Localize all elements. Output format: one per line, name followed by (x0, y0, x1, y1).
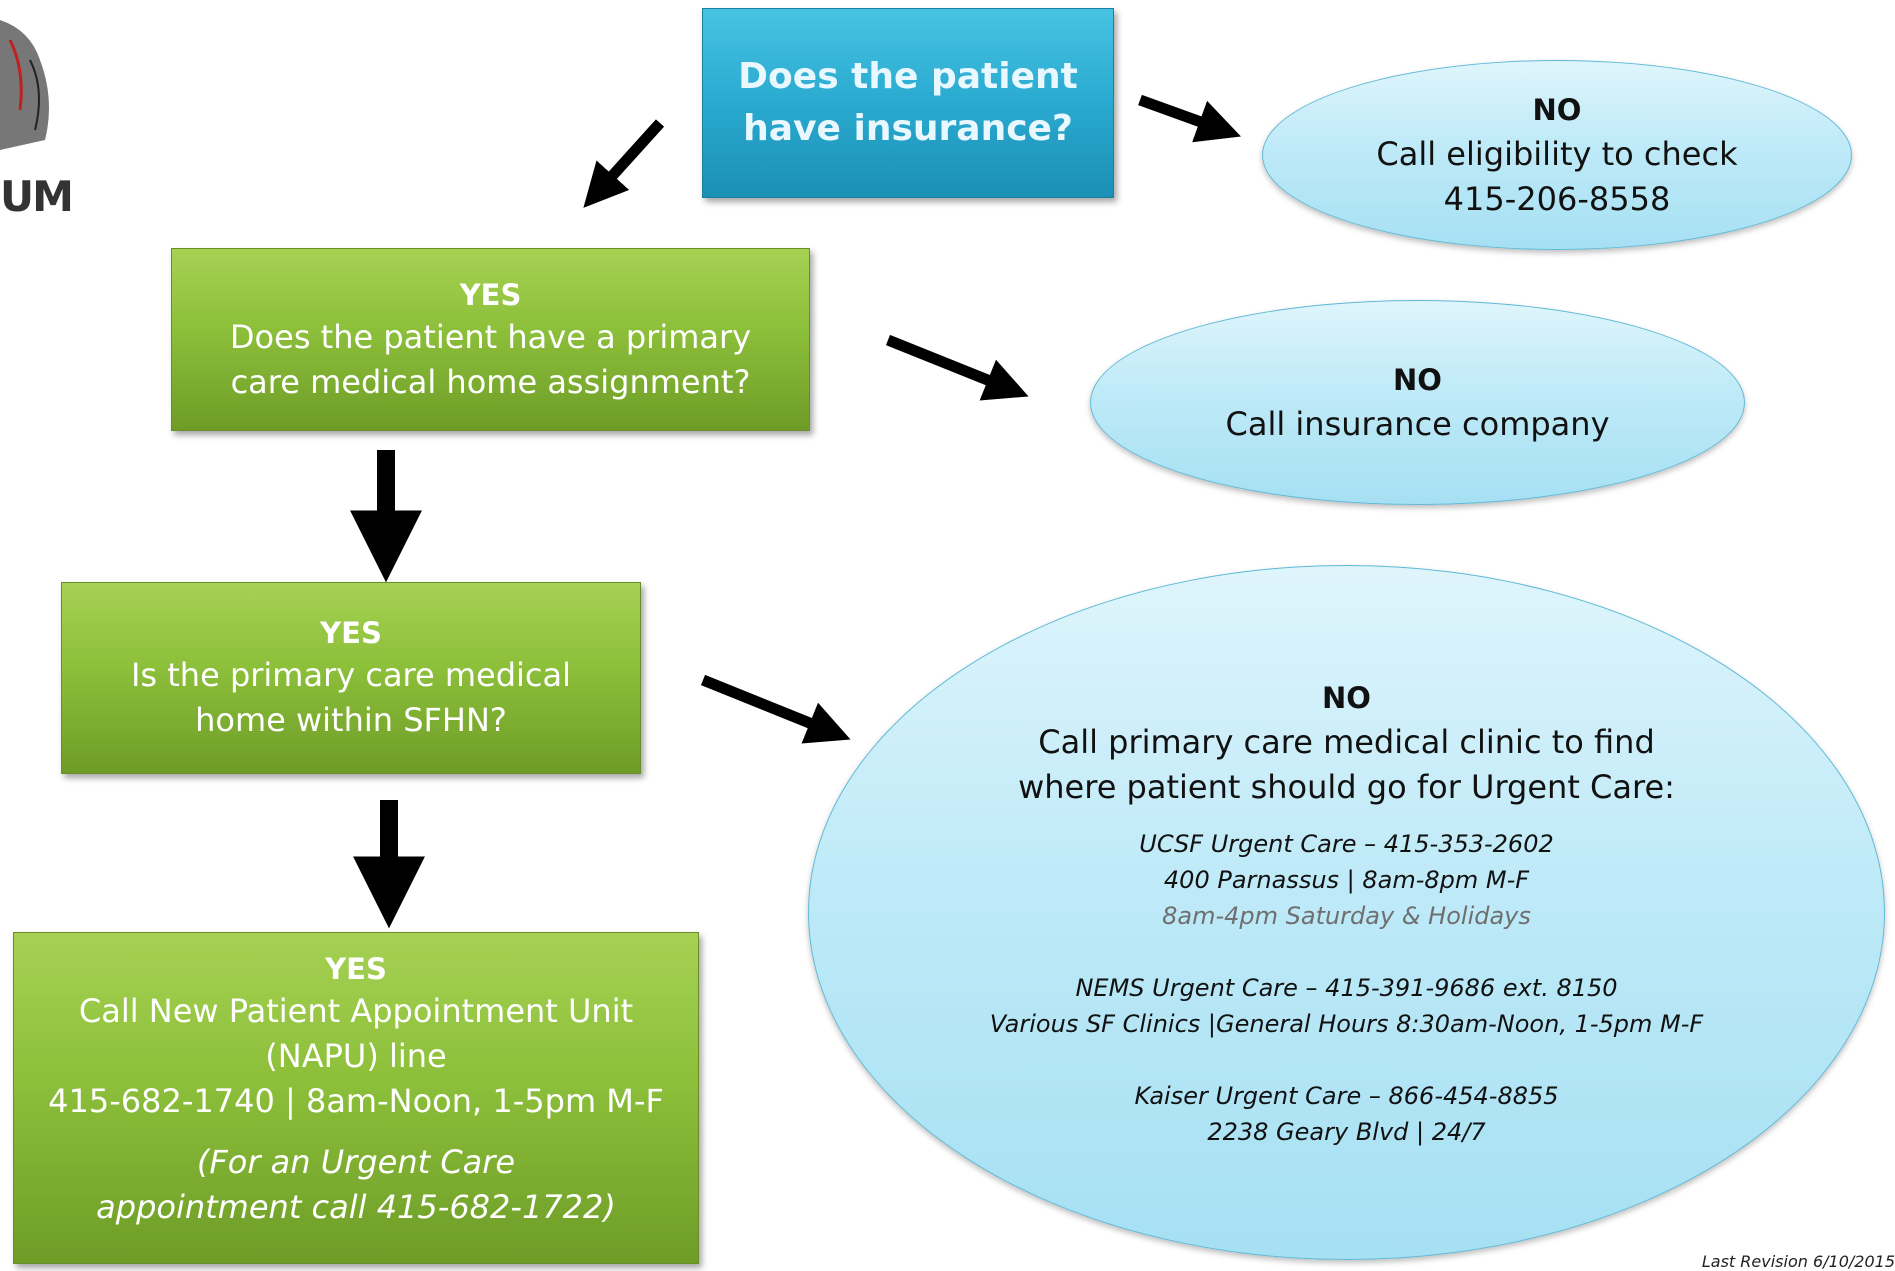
yes-medical-home-box: YES Is the primary care medical home wit… (61, 582, 641, 774)
no-insurance-label: NO (1532, 93, 1582, 127)
logo: UM (0, 0, 80, 221)
insurance-question-box: Does the patient have insurance? (702, 8, 1114, 198)
arrow-to-no-insurance (1138, 94, 1241, 143)
yes-sfhn-label: YES (325, 952, 387, 986)
yes-insurance-text: Does the patient have a primary care med… (229, 317, 752, 401)
nems-urgent-care-line1: NEMS Urgent Care – 415-391-9686 ext. 815… (1075, 973, 1618, 1002)
yes-sfhn-note: (For an Urgent Care appointment call 415… (96, 1143, 616, 1226)
yes-medical-home-text: Is the primary care medical home within … (130, 656, 572, 739)
no-insurance-phone: 415-206-8558 (1443, 180, 1671, 218)
yes-sfhn-line1: Call New Patient Appointment Unit (78, 992, 634, 1030)
arrow-to-no-medical-home (885, 334, 1029, 401)
yes-sfhn-line3: 415-682-1740 | 8am-Noon, 1-5pm M-F (48, 1082, 664, 1120)
nems-urgent-care-line2: Various SF Clinics |General Hours 8:30am… (989, 1009, 1704, 1038)
kaiser-urgent-care-line1: Kaiser Urgent Care – 866-454-8855 (1134, 1081, 1559, 1110)
insurance-question-text: Does the patient have insurance? (738, 56, 1078, 149)
no-sfhn-text: Call primary care medical clinic to find… (1018, 722, 1675, 806)
arrow-to-no-sfhn (700, 674, 851, 744)
no-insurance-ellipse: NO Call eligibility to check 415-206-855… (1262, 60, 1852, 250)
no-insurance-line1: Call eligibility to check (1376, 135, 1738, 173)
no-medical-home-text: Call insurance company (1225, 405, 1610, 443)
logo-figure-icon (0, 20, 49, 150)
yes-sfhn-line2: (NAPU) line (265, 1037, 447, 1075)
revision-date: Last Revision 6/10/2015 (1701, 1252, 1895, 1271)
ucsf-urgent-care-line1: UCSF Urgent Care – 415-353-2602 (1139, 829, 1554, 858)
ucsf-urgent-care-line2: 400 Parnassus | 8am-8pm M-F (1163, 865, 1530, 894)
no-sfhn-label: NO (1322, 680, 1371, 715)
logo-text: UM (0, 172, 74, 221)
no-sfhn-ellipse: NO Call primary care medical clinic to f… (808, 565, 1885, 1260)
yes-medical-home-label: YES (320, 616, 382, 650)
yes-insurance-box: YES Does the patient have a primary care… (171, 248, 810, 431)
yes-sfhn-box: YES Call New Patient Appointment Unit (N… (13, 932, 699, 1264)
arrow-to-yes-insurance (583, 119, 665, 208)
kaiser-urgent-care-line2: 2238 Geary Blvd | 24/7 (1207, 1117, 1486, 1146)
ucsf-urgent-care-line3: 8am-4pm Saturday & Holidays (1162, 901, 1531, 930)
yes-insurance-label: YES (459, 277, 522, 312)
no-medical-home-ellipse: NO Call insurance company (1090, 300, 1745, 505)
no-medical-home-label: NO (1393, 363, 1442, 397)
